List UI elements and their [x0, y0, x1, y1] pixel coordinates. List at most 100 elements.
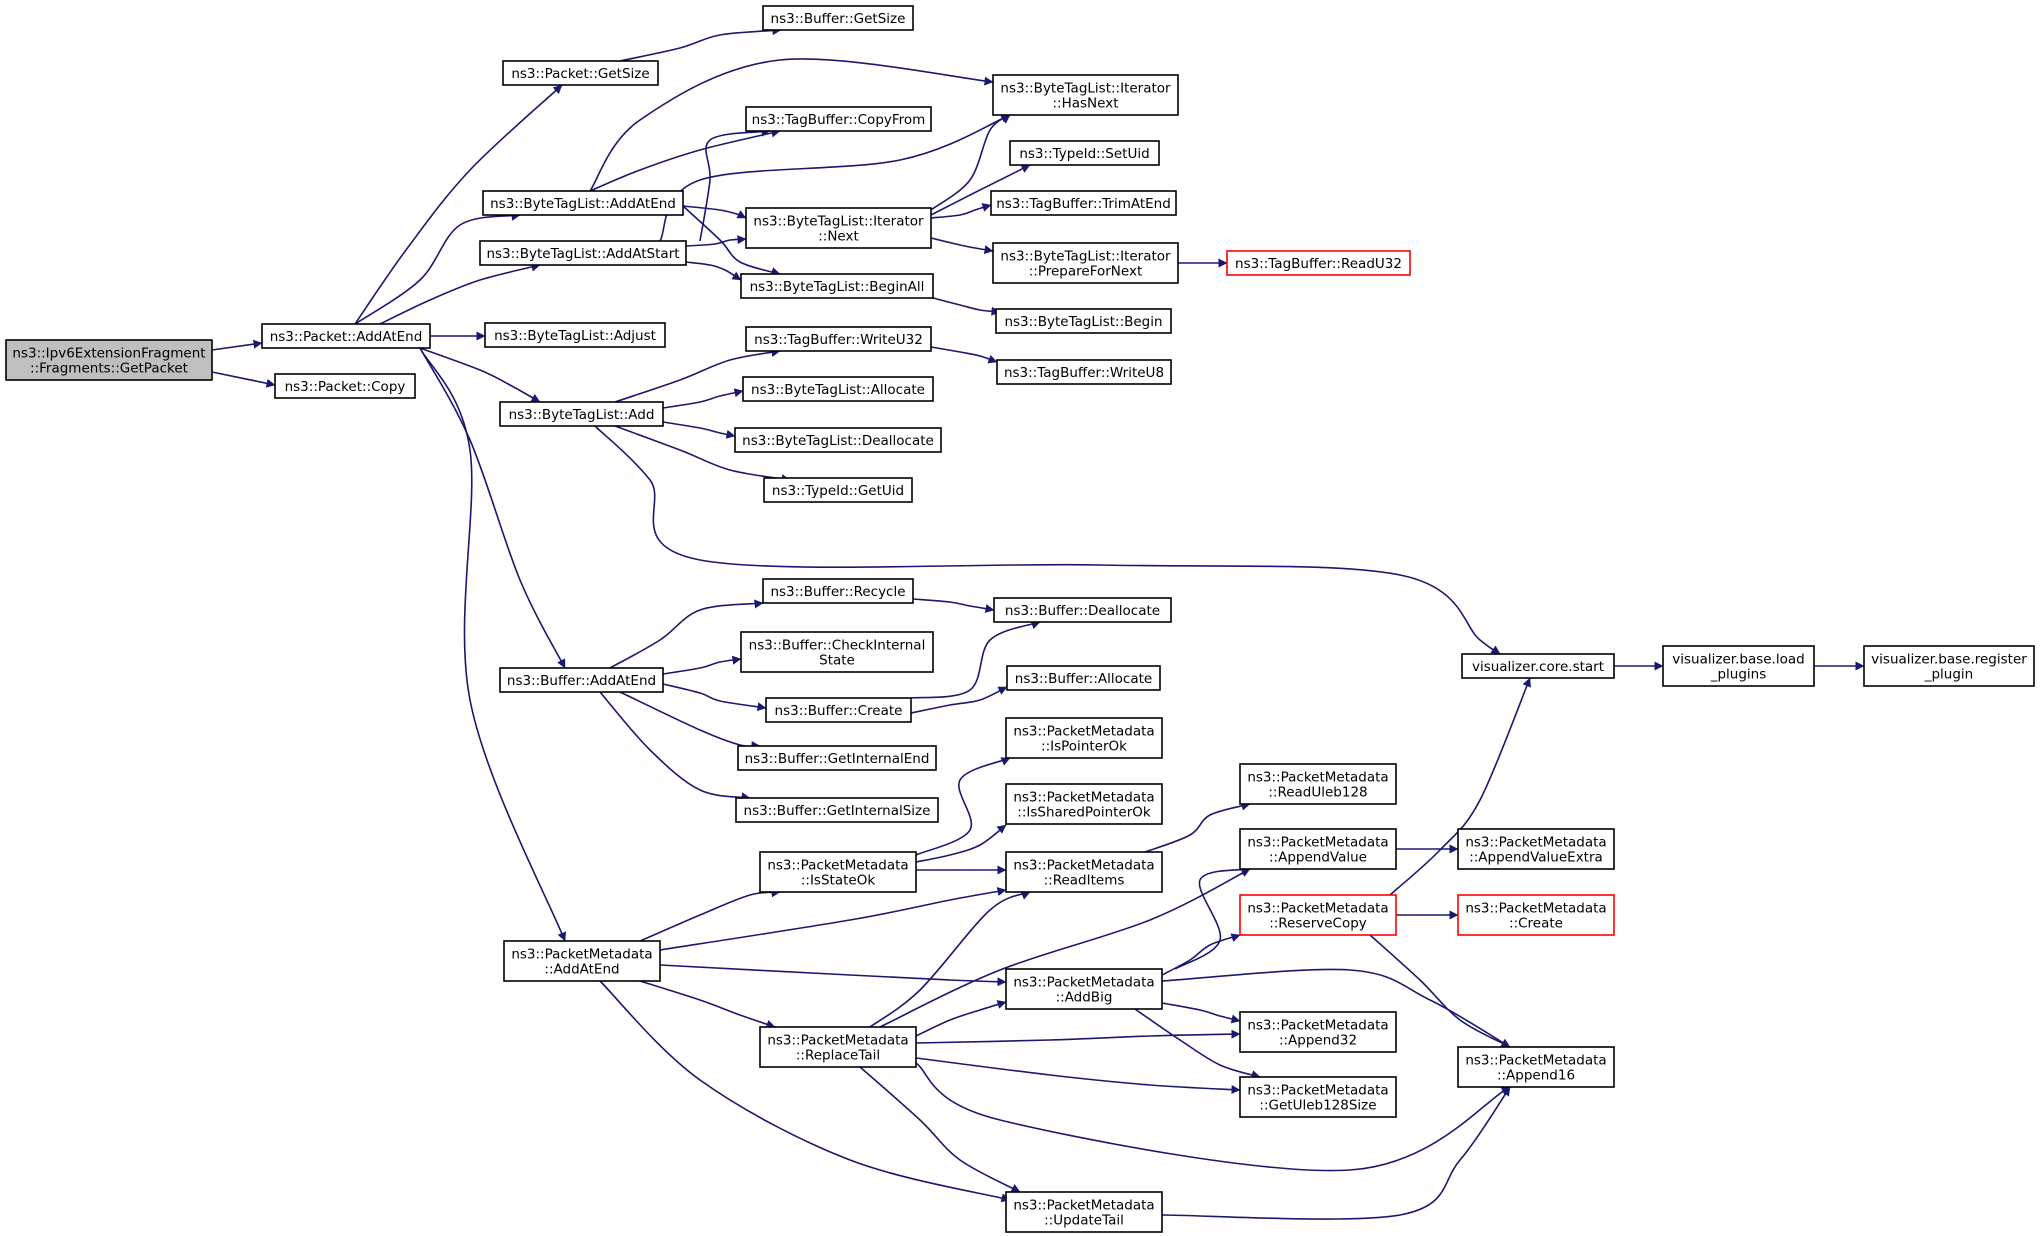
node-viz-register[interactable]: visualizer.base.register_plugin [1863, 645, 2035, 687]
edge-pkt_getsize-to-buf_getsize [619, 26, 782, 62]
edge-pkt_addatend-to-btl_addatstart [379, 262, 541, 325]
node-buf-addatend[interactable]: ns3::Buffer::AddAtEnd [499, 667, 664, 693]
node-box [1239, 894, 1397, 936]
node-box [992, 74, 1179, 116]
node-pm-addatend[interactable]: ns3::PacketMetadata::AddAtEnd [503, 940, 661, 982]
node-box [482, 190, 684, 216]
node-btl-add[interactable]: ns3::ByteTagList::Add [499, 401, 664, 427]
node-btli-preparefornext[interactable]: ns3::ByteTagList::Iterator::PrepareForNe… [992, 242, 1179, 284]
node-label-line: ::Append16 [1497, 1068, 1575, 1084]
node-btl-beginall[interactable]: ns3::ByteTagList::BeginAll [740, 273, 934, 299]
node-btl-adjust[interactable]: ns3::ByteTagList::Adjust [484, 322, 666, 348]
node-pm-issharedpointerok[interactable]: ns3::PacketMetadata::IsSharedPointerOk [1005, 783, 1163, 825]
node-viz-start[interactable]: visualizer.core.start [1461, 653, 1615, 679]
node-pm-append32[interactable]: ns3::PacketMetadata::Append32 [1239, 1011, 1397, 1053]
edge-path [910, 620, 1041, 699]
node-box [1457, 894, 1615, 936]
node-pm-ispointerok[interactable]: ns3::PacketMetadata::IsPointerOk [1005, 717, 1163, 759]
node-box [1226, 250, 1411, 276]
edge-btl_addatend-to-tb_copyfrom [589, 128, 781, 192]
node-tb-readu32[interactable]: ns3::TagBuffer::ReadU32 [1226, 250, 1411, 276]
node-box [740, 631, 934, 673]
edge-pm_addbig-to-pm_append32 [1161, 1002, 1241, 1024]
node-box [274, 373, 416, 399]
node-btl-begin[interactable]: ns3::ByteTagList::Begin [995, 308, 1172, 334]
node-label-line: ::Next [818, 229, 859, 245]
node-pm-isstateok[interactable]: ns3::PacketMetadata::IsStateOk [759, 851, 917, 893]
edge-btli_next-to-typeid_setuid [930, 164, 1031, 216]
edge-pm_replacetail-to-pm_getuleb128size [915, 1057, 1241, 1095]
node-typeid-setuid[interactable]: ns3::TypeId::SetUid [1009, 140, 1160, 166]
node-btl-allocate[interactable]: ns3::ByteTagList::Allocate [742, 376, 934, 402]
node-box [502, 60, 659, 86]
node-pkt-addatend[interactable]: ns3::Packet::AddAtEnd [261, 323, 431, 349]
node-box [740, 273, 934, 299]
node-tb-writeu8[interactable]: ns3::TagBuffer::WriteU8 [996, 359, 1172, 385]
edge-path [1161, 968, 1511, 1048]
edge-path [419, 347, 541, 403]
node-label-line: ns3::PacketMetadata [1247, 1083, 1388, 1099]
node-label-line: ns3::Packet::AddAtEnd [270, 329, 423, 345]
node-pm-addbig[interactable]: ns3::PacketMetadata::AddBig [1005, 968, 1163, 1010]
node-pm-readitems[interactable]: ns3::PacketMetadata::ReadItems [1005, 851, 1163, 893]
node-buf-allocate[interactable]: ns3::Buffer::Allocate [1006, 665, 1161, 691]
node-pm-readuleb128[interactable]: ns3::PacketMetadata::ReadUleb128 [1239, 763, 1397, 805]
node-label-line: ns3::ByteTagList::Deallocate [742, 433, 934, 449]
node-btli-next[interactable]: ns3::ByteTagList::Iterator::Next [745, 207, 932, 249]
node-btl-deallocate[interactable]: ns3::ByteTagList::Deallocate [734, 427, 942, 453]
node-pm-create[interactable]: ns3::PacketMetadata::Create [1457, 894, 1615, 936]
edge-pm_addatend-to-pm_isstateok [639, 888, 781, 942]
node-pm-append16[interactable]: ns3::PacketMetadata::Append16 [1457, 1046, 1615, 1088]
node-label-line: ::UpdateTail [1044, 1213, 1124, 1229]
edge-pm_replacetail-to-pm_append16 [915, 1062, 1511, 1172]
node-label-line: ::AppendValueExtra [1469, 850, 1603, 866]
node-btl-addatstart[interactable]: ns3::ByteTagList::AddAtStart [479, 240, 687, 266]
node-pm-getuleb128size[interactable]: ns3::PacketMetadata::GetUleb128Size [1239, 1076, 1397, 1118]
node-typeid-getuid[interactable]: ns3::TypeId::GetUid [763, 477, 913, 503]
node-buf-getsize[interactable]: ns3::Buffer::GetSize [762, 5, 914, 31]
edge-path [614, 425, 791, 484]
node-box [996, 359, 1172, 385]
node-buf-dealloc[interactable]: ns3::Buffer::Deallocate [993, 597, 1172, 623]
node-viz-load[interactable]: visualizer.base.load_plugins [1662, 645, 1815, 687]
edge-path [915, 1057, 1241, 1095]
edge-btli_next-to-btli_preparefornext [930, 237, 994, 255]
edge-path [915, 1029, 1241, 1044]
node-buf-recycle[interactable]: ns3::Buffer::Recycle [762, 578, 914, 604]
edge-path [930, 203, 992, 219]
node-label-line: ns3::Packet::Copy [285, 379, 406, 395]
node-label-line: ns3::TagBuffer::ReadU32 [1235, 256, 1402, 272]
node-pm-appendvalue[interactable]: ns3::PacketMetadata::AppendValue [1239, 828, 1397, 870]
node-buf-getinternalend[interactable]: ns3::Buffer::GetInternalEnd [737, 745, 937, 771]
node-box [765, 697, 912, 723]
node-label-line: ns3::ByteTagList::Add [509, 407, 655, 423]
node-tb-writeu32[interactable]: ns3::TagBuffer::WriteU32 [745, 326, 932, 352]
node-tb-trimatend[interactable]: ns3::TagBuffer::TrimAtEnd [990, 190, 1177, 216]
edge-path [1174, 866, 1251, 970]
node-buf-getinternalsize[interactable]: ns3::Buffer::GetInternalSize [735, 797, 939, 823]
node-buf-create[interactable]: ns3::Buffer::Create [765, 697, 912, 723]
edge-path [419, 347, 567, 942]
node-label-line: _plugins [1710, 667, 1767, 683]
node-pkt-getsize[interactable]: ns3::Packet::GetSize [502, 60, 659, 86]
node-label-line: ns3::PacketMetadata [511, 947, 652, 963]
node-label-line: ::GetUleb128Size [1259, 1098, 1376, 1114]
node-label-line: ns3::ByteTagList::BeginAll [750, 279, 925, 295]
node-pm-reservecopy[interactable]: ns3::PacketMetadata::ReserveCopy [1239, 894, 1397, 936]
node-pm-updatetail[interactable]: ns3::PacketMetadata::UpdateTail [1005, 1191, 1163, 1233]
node-tb-copyfrom[interactable]: ns3::TagBuffer::CopyFrom [745, 106, 932, 132]
node-pkt-copy[interactable]: ns3::Packet::Copy [274, 373, 416, 399]
node-btl-addatend[interactable]: ns3::ByteTagList::AddAtEnd [482, 190, 684, 216]
edge-pm_addatend-to-pm_replacetail [639, 980, 776, 1029]
node-pm-appendvalueextra[interactable]: ns3::PacketMetadata::AppendValueExtra [1457, 828, 1615, 870]
node-btli-hasnext[interactable]: ns3::ByteTagList::Iterator::HasNext [992, 74, 1179, 116]
node-box [1239, 828, 1397, 870]
node-root: ns3::Ipv6ExtensionFragment::Fragments::G… [5, 339, 213, 381]
node-label-line: ns3::PacketMetadata [1465, 1053, 1606, 1069]
edge-pm_replacetail-to-pm_updatetail [859, 1066, 1021, 1193]
node-pm-replacetail[interactable]: ns3::PacketMetadata::ReplaceTail [759, 1026, 917, 1068]
node-label-line: ns3::PacketMetadata [1465, 901, 1606, 917]
edge-path [910, 686, 1008, 714]
node-label-line: ::AppendValue [1269, 850, 1367, 866]
